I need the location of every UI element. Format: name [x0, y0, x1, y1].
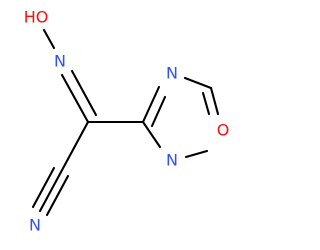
bond-cn-triple-a	[38, 170, 63, 213]
oxime-nitrogen-label: N	[54, 52, 66, 71]
bond-n-c-double-a	[60, 73, 90, 124]
nitrile-nitrogen-label: N	[29, 216, 41, 235]
molecule-structure: HO N N N O N	[24, 8, 230, 235]
ring-nitrogen-bottom-label: N	[166, 151, 178, 170]
bond-c-cn	[59, 120, 90, 174]
bonds	[31, 28, 220, 217]
bond-ring-c5-o1-b	[201, 91, 211, 116]
bond-cn-triple-b	[31, 166, 56, 209]
bond-ring-c3-n4-b	[150, 95, 167, 128]
ring-nitrogen-top-label: N	[166, 64, 178, 83]
bond-o-n	[42, 28, 56, 50]
bond-ring-n2-c3	[141, 120, 162, 149]
bond-ring-o1-n2	[184, 149, 209, 159]
ring-oxygen-label: O	[217, 121, 230, 140]
hydroxyl-label: HO	[24, 8, 49, 27]
bond-ring-n4-c5	[183, 76, 213, 90]
bond-ring-c3-n4-a	[141, 85, 161, 124]
atom-labels: HO N N N O N	[24, 8, 230, 235]
bond-cn-triple-c	[45, 174, 70, 217]
bond-ring-c5-o1-a	[209, 86, 220, 116]
bond-n-c-double-b	[70, 69, 98, 117]
